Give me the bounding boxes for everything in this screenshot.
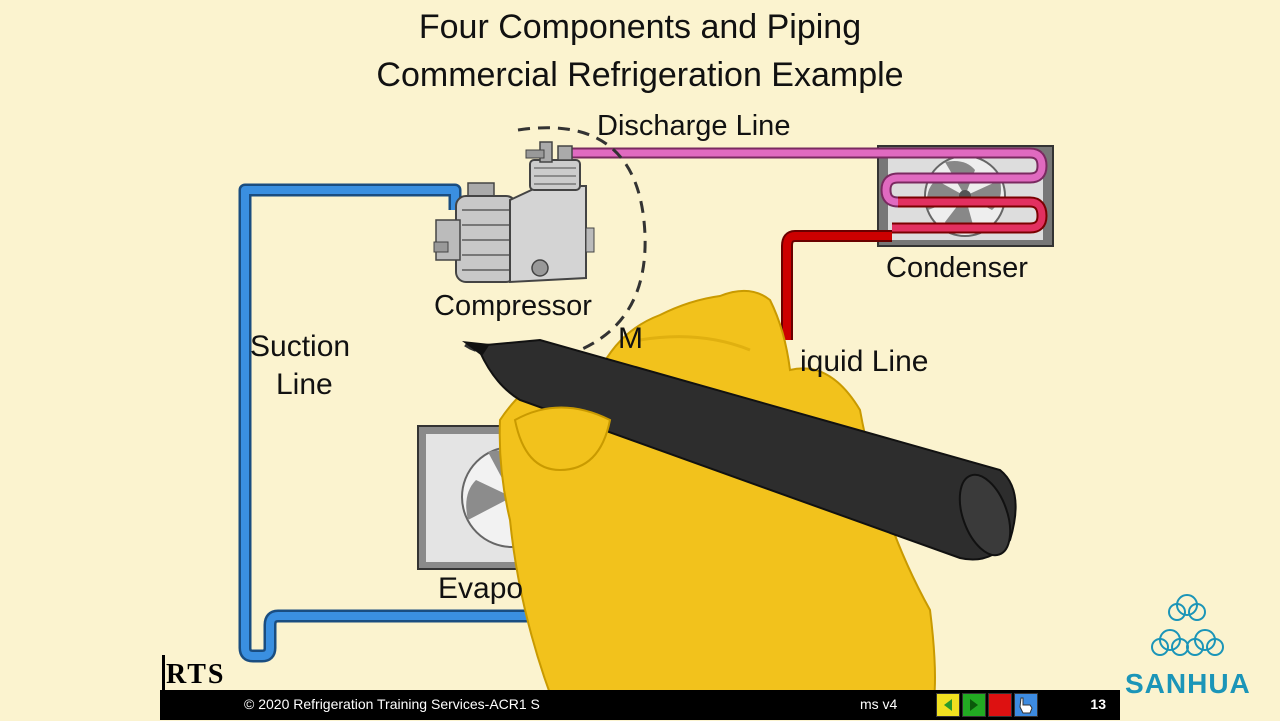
evaporator-label: Evapo [438,572,524,605]
partial-label: M [618,322,643,355]
sanhua-logo-icon [1151,594,1224,656]
footer-bar: © 2020 Refrigeration Training Services-A… [160,690,1120,720]
hand-pointer-icon [1019,697,1033,714]
pointer-tool-button[interactable] [1014,693,1038,717]
rts-logo-text: RTS [166,659,226,690]
suction-label-line2: Line [276,368,333,401]
pen-icon [462,338,1017,561]
slide-subtitle: Commercial Refrigeration Example [376,56,904,94]
condenser-label: Condenser [886,252,1028,284]
stop-button[interactable] [988,693,1012,717]
liquid-line-label: iquid Line [800,345,929,378]
footer-copyright: © 2020 Refrigeration Training Services-A… [244,696,540,712]
prev-slide-button[interactable] [936,693,960,717]
compressor-icon [433,141,595,284]
footer-version: ms v4 [860,696,898,712]
liquid-line-pipe [781,230,892,340]
compressor-label: Compressor [434,290,592,322]
page-number: 13 [1090,696,1106,712]
slide-title: Four Components and Piping [418,8,862,46]
dashed-highlight-circle [517,126,647,352]
suction-label-line1: Suction [250,330,351,363]
sanhua-logo-text: SANHUA [1125,668,1251,699]
discharge-line-label: Discharge Line [597,110,791,142]
next-slide-button[interactable] [962,693,986,717]
